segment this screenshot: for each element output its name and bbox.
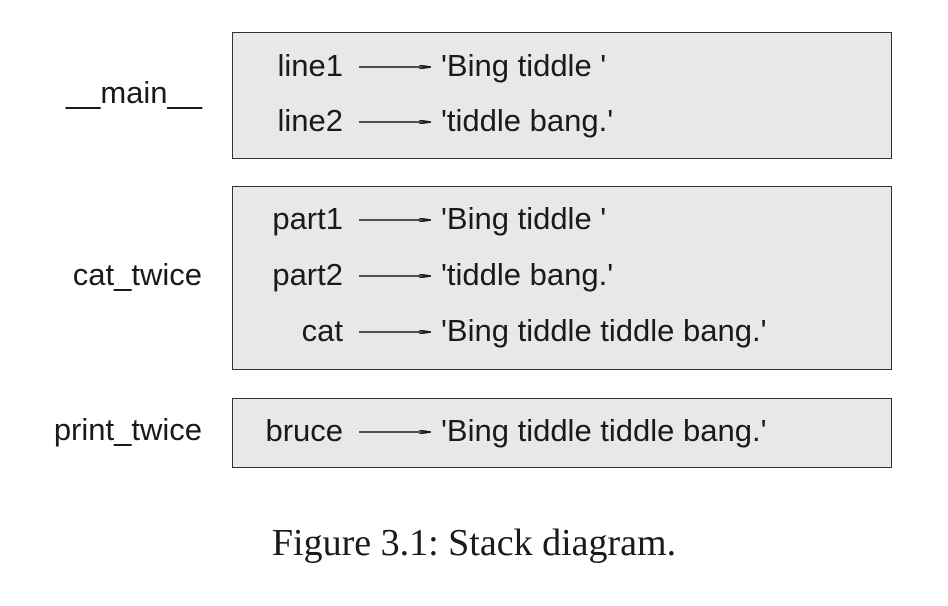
arrow-icon (359, 430, 431, 434)
var-name: line1 (277, 48, 344, 83)
var-name: bruce (265, 413, 343, 448)
arrow-icon (359, 120, 431, 124)
frame-label-cat-twice: cat_twice (72, 257, 202, 292)
arrow-icon (359, 274, 431, 278)
var-value: 'Bing tiddle tiddle bang.' (441, 413, 767, 448)
arrow-icon (359, 218, 431, 222)
var-row: cat 'Bing tiddle tiddle bang.' (233, 313, 891, 349)
var-value: 'tiddle bang.' (441, 103, 614, 138)
arrow-icon (359, 65, 431, 69)
frame-box-main: line1 'Bing tiddle ' line2 'tiddle bang.… (232, 32, 892, 159)
var-name: cat (301, 313, 343, 348)
frame-label-main: __main__ (65, 75, 202, 110)
frame-box-print-twice: bruce 'Bing tiddle tiddle bang.' (232, 398, 892, 468)
frame-box-cat-twice: part1 'Bing tiddle ' part2 'tiddle bang.… (232, 186, 892, 370)
var-name: part1 (272, 201, 343, 236)
var-row: bruce 'Bing tiddle tiddle bang.' (233, 413, 891, 449)
var-value: 'tiddle bang.' (441, 257, 614, 292)
var-name: part2 (272, 257, 343, 292)
var-name: line2 (277, 103, 344, 138)
figure-caption: Figure 3.1: Stack diagram. (271, 522, 677, 564)
var-row: line2 'tiddle bang.' (233, 103, 891, 139)
var-row: part2 'tiddle bang.' (233, 257, 891, 293)
arrow-icon (359, 330, 431, 334)
frame-label-print-twice: print_twice (53, 412, 202, 447)
var-value: 'Bing tiddle tiddle bang.' (441, 313, 767, 348)
var-row: line1 'Bing tiddle ' (233, 48, 891, 84)
var-value: 'Bing tiddle ' (441, 48, 607, 83)
var-value: 'Bing tiddle ' (441, 201, 607, 236)
var-row: part1 'Bing tiddle ' (233, 201, 891, 237)
